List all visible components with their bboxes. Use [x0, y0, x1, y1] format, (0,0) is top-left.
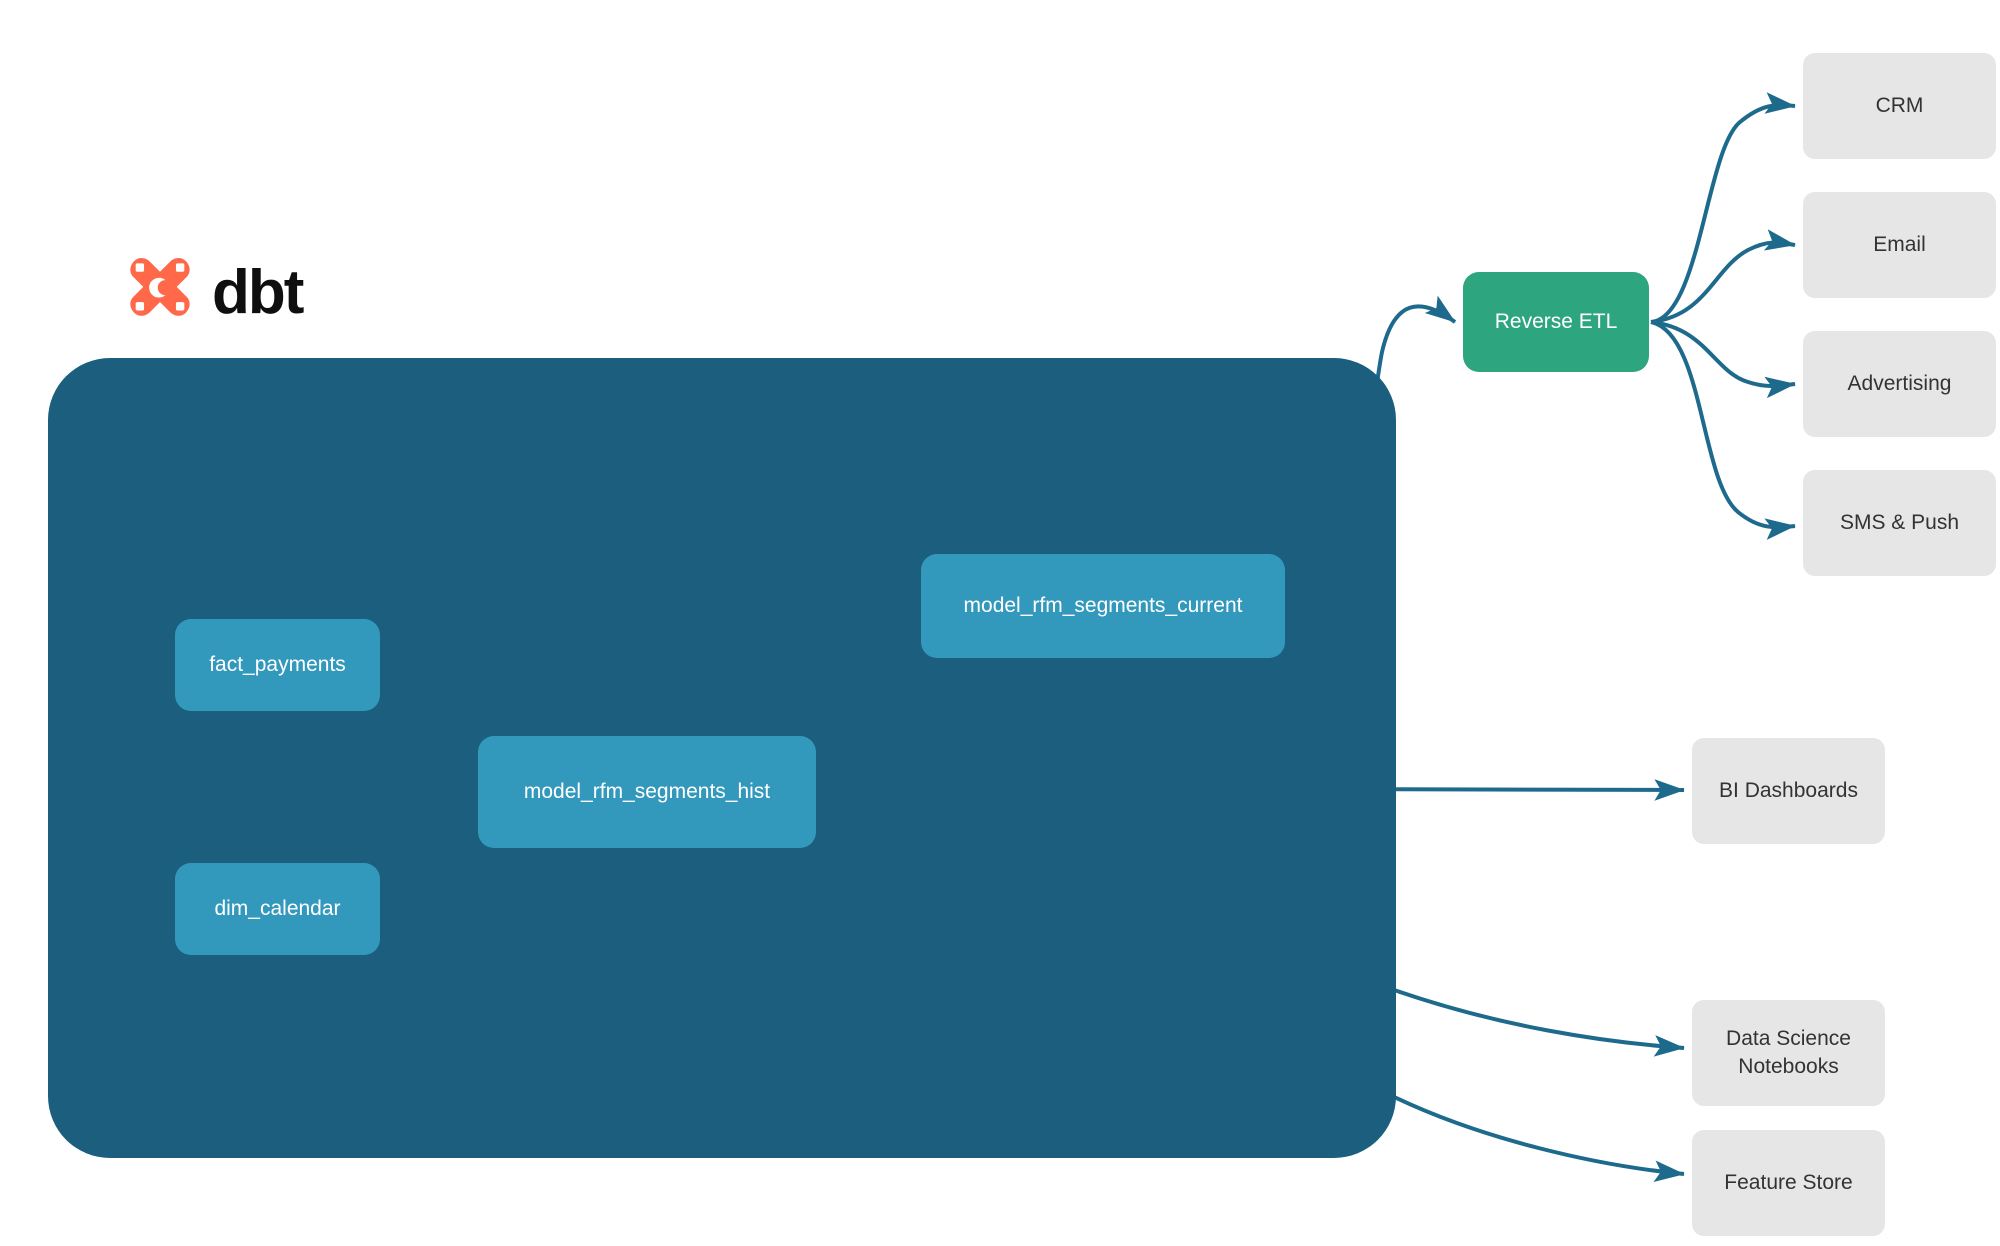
- node-label: fact_payments: [209, 653, 346, 676]
- node-label: Advertising: [1847, 371, 1952, 395]
- node-label: Feature Store: [1724, 1170, 1853, 1194]
- edge-reverse-etl-to-advertising: [1650, 320, 1796, 399]
- node-label: Data Science Notebooks: [1726, 1026, 1851, 1078]
- edge-reverse-etl-to-email: [1650, 229, 1796, 324]
- edge-reverse-etl-to-crm: [1650, 92, 1796, 324]
- node-label: Reverse ETL: [1494, 310, 1618, 333]
- node-dim-calendar[interactable]: dim_calendar: [175, 863, 380, 955]
- node-label: SMS & Push: [1839, 510, 1960, 534]
- node-destination-crm[interactable]: CRM: [1803, 53, 1996, 159]
- node-destination-bi-dashboards[interactable]: BI Dashboards: [1692, 738, 1885, 844]
- node-fact-payments[interactable]: fact_payments: [175, 619, 380, 711]
- node-destination-data-science-notebooks[interactable]: Data Science Notebooks: [1692, 1000, 1885, 1106]
- node-label: model_rfm_segments_hist: [523, 780, 771, 803]
- node-label: dim_calendar: [214, 897, 341, 920]
- node-label: Email: [1873, 232, 1926, 256]
- node-destination-advertising[interactable]: Advertising: [1803, 331, 1996, 437]
- node-destination-email[interactable]: Email: [1803, 192, 1996, 298]
- dbt-logo: dbt: [122, 255, 304, 331]
- edge-reverse-etl-to-sms-push: [1650, 320, 1796, 540]
- dbt-x-mark-icon: [130, 258, 190, 316]
- dbt-wordmark: dbt: [212, 258, 304, 327]
- node-reverse-etl[interactable]: Reverse ETL: [1463, 272, 1649, 372]
- node-label: BI Dashboards: [1719, 778, 1858, 802]
- node-destination-feature-store[interactable]: Feature Store: [1692, 1130, 1885, 1236]
- node-destination-sms-push[interactable]: SMS & Push: [1803, 470, 1996, 576]
- node-model-rfm-segments-current[interactable]: model_rfm_segments_current: [921, 554, 1285, 658]
- node-label: CRM: [1875, 93, 1924, 117]
- node-model-rfm-segments-hist[interactable]: model_rfm_segments_hist: [478, 736, 816, 848]
- node-label: model_rfm_segments_current: [963, 594, 1243, 617]
